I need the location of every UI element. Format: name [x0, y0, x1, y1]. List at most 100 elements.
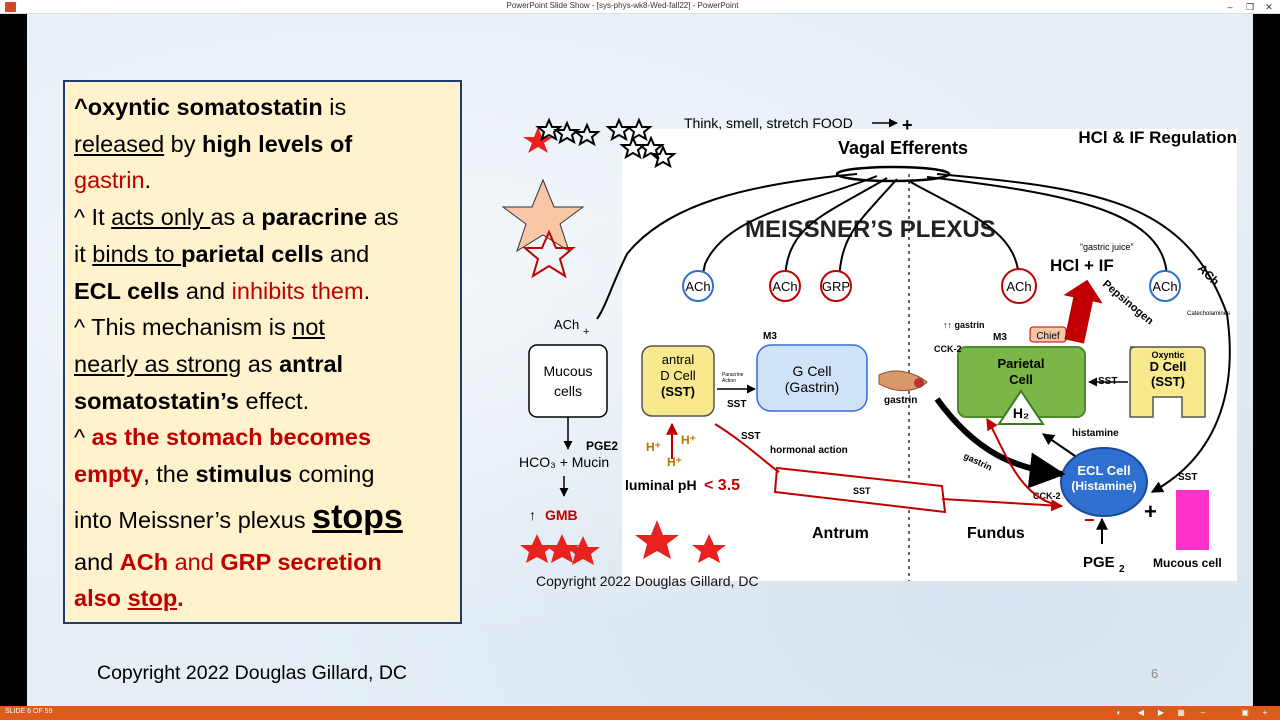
- stimulus-plus: +: [902, 115, 913, 135]
- sst-label: SST: [727, 399, 746, 410]
- pen-icon[interactable]: ◐: [1116, 708, 1122, 717]
- red-arrow: [986, 417, 1055, 505]
- oxyntic-d-label: Oxyntic: [1151, 350, 1184, 360]
- catecholamines-label: Catecholamines: [1187, 311, 1230, 317]
- vagal-ring: [835, 165, 951, 183]
- text-line: released by high levels of: [74, 130, 353, 157]
- gastric-juice-label: “gastric juice”: [1080, 242, 1134, 252]
- text-line: ^ as the stomach becomes: [74, 424, 372, 451]
- ach-label: ACh: [772, 279, 797, 294]
- text-line: ^ It acts only as a paracrine as: [74, 204, 399, 231]
- ecl-label: ECL Cell: [1077, 463, 1130, 478]
- fit-icon[interactable]: ▣: [1241, 708, 1249, 717]
- hcl-arrow: [1063, 279, 1103, 344]
- h-plus-label: H⁺: [646, 440, 661, 454]
- ach-label: ACh: [554, 317, 579, 332]
- minus-sign: −: [1084, 510, 1095, 530]
- slide-text-box: ^oxyntic somatostatin is released by hig…: [63, 80, 462, 624]
- pge2-subscript: 2: [1119, 564, 1125, 575]
- sst-label: SST: [853, 486, 871, 496]
- slide[interactable]: ^oxyntic somatostatin is released by hig…: [27, 14, 1253, 706]
- grid-icon[interactable]: ▦: [1177, 708, 1185, 717]
- histamine-label: histamine: [1072, 428, 1119, 439]
- arrow: [1042, 433, 1076, 457]
- chief-label: Chief: [1036, 331, 1060, 342]
- diagram-copyright: Copyright 2022 Douglas Gillard, DC: [536, 573, 759, 589]
- mucous-cell-box: [1176, 490, 1209, 550]
- slider-icon[interactable]: –: [1200, 708, 1206, 717]
- m3-label: M3: [763, 331, 777, 342]
- ach-label: ACh: [685, 279, 710, 294]
- antral-d-label: D Cell: [660, 368, 696, 383]
- text-line: ECL cells and inhibits them.: [74, 277, 371, 304]
- red-arrow: [941, 498, 1064, 512]
- antral-d-label: antral: [662, 352, 695, 367]
- hco3-mucin-label: HCO₃ + Mucin: [519, 454, 609, 470]
- minimize-icon[interactable]: –: [1227, 2, 1233, 12]
- up-gastrin-label: ↑↑ gastrin: [943, 320, 985, 330]
- text-line: and ACh and GRP secretion: [74, 548, 382, 575]
- text-line: gastrin.: [74, 167, 152, 194]
- text-line: empty, the stimulus coming: [74, 461, 375, 488]
- h-plus-label: H⁺: [681, 433, 696, 447]
- paracrine-label: Action: [722, 378, 736, 384]
- slide-copyright: Copyright 2022 Douglas Gillard, DC: [97, 662, 407, 684]
- g-cell: [756, 344, 868, 412]
- slide-counter: SLIDE 6 OF 59: [5, 708, 53, 715]
- text-line: it binds to parietal cells and: [74, 240, 370, 267]
- meissner-plexus-label: MEISSNER’S PLEXUS: [745, 216, 996, 243]
- mucous-cells-label: Mucous: [543, 363, 592, 379]
- m3-label: M3: [993, 332, 1007, 343]
- thick-arrow: [934, 397, 1066, 489]
- text-line: ^oxyntic somatostatin is: [74, 94, 347, 120]
- ph-value: < 3.5: [704, 477, 740, 494]
- mucous-cells-label: cells: [554, 383, 582, 399]
- vagal-efferents-label: Vagal Efferents: [838, 138, 968, 158]
- text-line: into Meissner’s plexus stops: [74, 497, 403, 536]
- ach-label: ACh: [1006, 279, 1031, 294]
- text-line: somatostatin’s effect.: [74, 387, 310, 414]
- close-icon[interactable]: ✕: [1265, 2, 1273, 12]
- ecl-label: (Histamine): [1071, 479, 1136, 493]
- pge2-label: PGE2: [586, 439, 618, 453]
- play-icon[interactable]: ▶: [1157, 708, 1165, 717]
- mucous-cell-label: Mucous cell: [1153, 556, 1222, 570]
- gastric-regulation-diagram: HCl & IF Regulation Think, smell, stretc…: [501, 115, 1237, 589]
- plus-sign: +: [1144, 499, 1157, 524]
- antrum-label: Antrum: [812, 525, 869, 542]
- gmb-arrow: ↑: [529, 507, 536, 523]
- h2-receptor: [997, 389, 1045, 425]
- gmb-label: GMB: [545, 507, 578, 523]
- fundus-label: Fundus: [967, 525, 1025, 542]
- ach-label: ACh: [1152, 279, 1177, 294]
- parietal-label: Cell: [1009, 372, 1033, 387]
- plus-sign: +: [583, 326, 589, 338]
- oxyntic-d-label: D Cell: [1150, 359, 1187, 374]
- blood-vessel: [773, 466, 947, 514]
- hcl-if-label: HCl + IF: [1050, 256, 1114, 275]
- text-line: nearly as strong as antral: [74, 350, 344, 377]
- nerve-fibers: [596, 173, 1231, 493]
- cck2-label: CCK-2: [1033, 491, 1061, 501]
- plus-icon[interactable]: +: [1262, 708, 1268, 717]
- oxyntic-d-cell: [1129, 346, 1206, 418]
- oxyntic-d-label: (SST): [1151, 374, 1185, 389]
- paracrine-label: Paracrine: [722, 372, 744, 378]
- diagram-title: HCl & IF Regulation: [1078, 128, 1237, 147]
- cck2-label: CCK-2: [934, 344, 962, 354]
- restore-icon[interactable]: ❐: [1245, 2, 1255, 12]
- g-cell-label: (Gastrin): [785, 379, 839, 395]
- g-cell-label: G Cell: [793, 363, 832, 379]
- rewind-icon[interactable]: ◀: [1137, 708, 1145, 717]
- antral-d-label: (SST): [661, 384, 695, 399]
- grp-label: GRP: [822, 279, 850, 294]
- status-bar: SLIDE 6 OF 59 ◐ ◀ ▶ ▦ – ▣ +: [0, 706, 1280, 720]
- text-line: also stop.: [74, 585, 184, 612]
- h-plus-label: H⁺: [667, 455, 682, 469]
- title-bar: PowerPoint Slide Show - [sys-phys-wk8-We…: [0, 0, 1280, 14]
- mucous-cells-box: [528, 344, 608, 418]
- text-line: ^ This mechanism is not: [74, 314, 325, 341]
- powerpoint-icon: [5, 2, 16, 12]
- pge2-label: PGE: [1083, 554, 1115, 571]
